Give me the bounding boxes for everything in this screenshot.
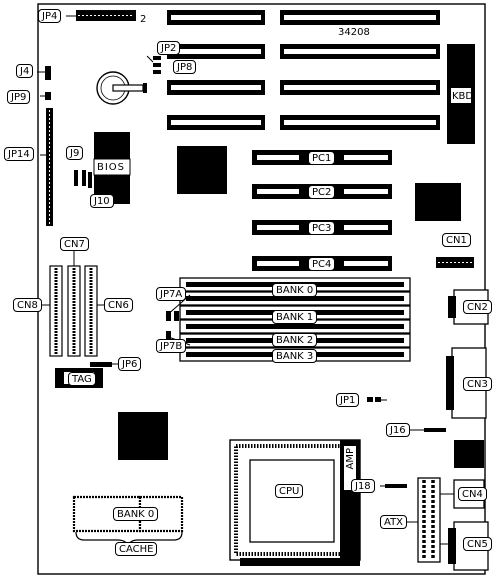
- expansion-slots: [167, 10, 440, 130]
- bios-chip: [93, 132, 131, 204]
- j16-jumper: [424, 428, 446, 432]
- bios-label: BIOS: [97, 162, 126, 173]
- j16-label: J16: [386, 423, 410, 437]
- cpu-label: CPU: [275, 484, 304, 498]
- jp8-label: JP8: [173, 60, 197, 74]
- atx-label: ATX: [380, 515, 408, 529]
- keyboard-connector: [447, 44, 475, 144]
- cn3-label: CN3: [463, 377, 492, 391]
- jp9-header: [45, 92, 51, 100]
- jp1-label: JP1: [336, 393, 360, 407]
- cn6-label: CN6: [104, 298, 133, 312]
- jp6-jumper: [90, 362, 112, 367]
- amp-label: AMP: [344, 448, 356, 473]
- j10-label: J10: [90, 194, 114, 208]
- amp-text: AMP: [344, 448, 356, 470]
- jp14-label: JP14: [4, 147, 34, 161]
- jp7-jumpers: [166, 311, 179, 339]
- cn4-label: CN4: [458, 487, 487, 501]
- jp7a-label: JP7A: [156, 287, 187, 301]
- cpu-socket: [229, 439, 361, 566]
- board-id-label: 34208: [338, 27, 370, 38]
- atx-power-connector: [417, 477, 441, 563]
- battery: [96, 71, 147, 105]
- chipset-chip-2: [415, 183, 461, 221]
- bank3-label: BANK 3: [272, 349, 318, 363]
- pc2-label: PC2: [308, 185, 336, 199]
- chipset-chip-3: [118, 412, 168, 460]
- jp4-pin-label: 2: [140, 14, 147, 25]
- bank2-label: BANK 2: [272, 333, 318, 347]
- cn2-label: CN2: [463, 300, 492, 314]
- j18-jumper: [385, 484, 407, 488]
- cn1-label: CN1: [442, 233, 471, 247]
- j9-j10-jumpers: [74, 170, 92, 188]
- jp2-label: JP2: [157, 41, 181, 55]
- cn5-label: CN5: [463, 537, 492, 551]
- jp6-label: JP6: [118, 357, 142, 371]
- chipset-chip-1: [177, 146, 227, 194]
- j4-label: J4: [16, 64, 34, 78]
- jp1-jumper: [367, 397, 381, 402]
- pc4-label: PC4: [308, 257, 336, 271]
- bank1-label: BANK 1: [272, 310, 318, 324]
- jp14-header: [46, 108, 53, 226]
- j18-label: J18: [351, 479, 375, 493]
- jp4-label: JP4: [38, 9, 62, 23]
- jp4-header: [76, 10, 136, 21]
- pc3-label: PC3: [308, 221, 336, 235]
- jp9-label: JP9: [7, 90, 31, 104]
- jp7b-label: JP7B: [156, 339, 187, 353]
- jp2-jp8-jumpers: [153, 56, 161, 74]
- board-outline: [37, 3, 486, 575]
- cn7-label: CN7: [60, 237, 89, 251]
- j9-label: J9: [66, 146, 84, 160]
- tag-label: TAG: [68, 372, 96, 386]
- ide-floppy-headers: [49, 265, 98, 357]
- cn8-label: CN8: [13, 298, 42, 312]
- kbd-label: KBD: [452, 91, 474, 102]
- cache-bank0-label: BANK 0: [113, 507, 159, 521]
- cache-label: CACHE: [115, 542, 158, 556]
- dsub-connector: [454, 440, 484, 468]
- leader-lines: [37, 15, 454, 545]
- j4-header: [45, 66, 51, 80]
- bank0-label: BANK 0: [272, 283, 318, 297]
- pc1-label: PC1: [308, 151, 336, 165]
- cn1-header: [436, 257, 474, 268]
